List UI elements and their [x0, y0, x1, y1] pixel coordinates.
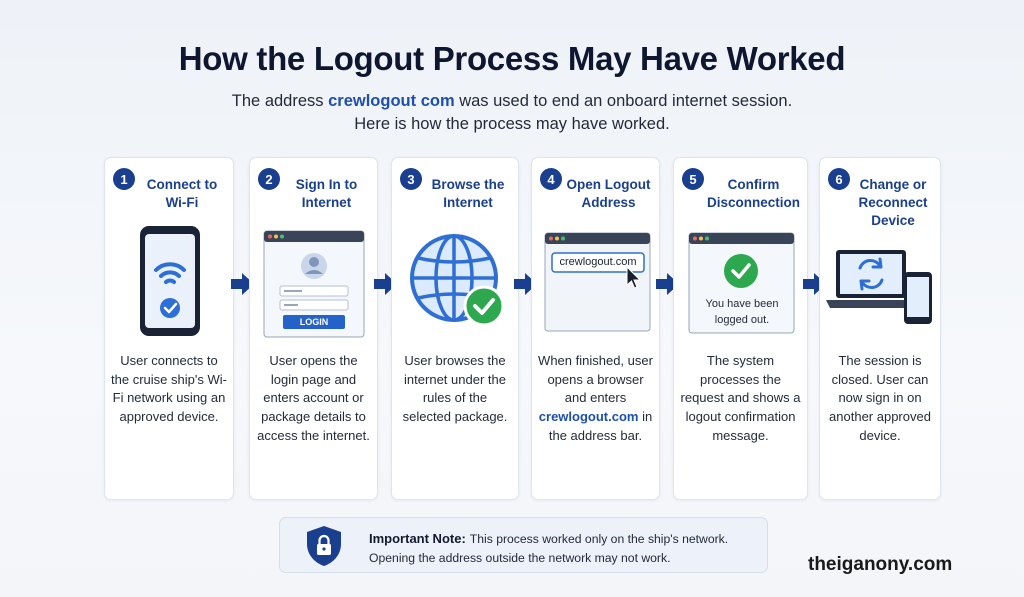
login-button: LOGIN: [299, 317, 329, 327]
step-number: 5: [682, 168, 704, 190]
url-highlight: crewlogout.com: [538, 409, 639, 425]
step-title: Browse the Internet: [431, 177, 505, 210]
step-card-6: 6 Change or Reconnect Device The session…: [819, 157, 941, 500]
step-number: 3: [400, 168, 422, 190]
page-subtitle: The address crewlogout com was used to e…: [231, 92, 793, 133]
page-title: How the Logout Process May Have Worked: [178, 40, 846, 77]
phone-wifi-icon: [105, 226, 233, 346]
step-description: The session is closed. User can now sign…: [829, 353, 931, 443]
arrow-right-icon: [231, 273, 254, 295]
arrow-right-icon: [803, 273, 826, 295]
subtitle-highlight: crewlogout com: [328, 92, 455, 110]
step-description: When finished, user opens a browser and …: [538, 353, 653, 443]
step-card-1: 1 Connect to Wi-Fi User connects to the …: [104, 157, 234, 500]
step-card-2: 2 Sign In to Internet LOGIN User opens t…: [249, 157, 378, 500]
step-title: Connect to Wi-Fi: [146, 177, 218, 210]
browser-url-icon: crewlogout.com: [544, 226, 652, 346]
step-number: 2: [258, 168, 280, 190]
url-bar-text: crewlogout.com: [559, 256, 637, 268]
note-label: Important Note:: [369, 531, 466, 546]
logout-message: You have been logged out.: [705, 298, 779, 326]
step-description: User browses the internet under the rule…: [402, 353, 508, 425]
step-number: 1: [113, 168, 135, 190]
important-note: Important Note:This process worked only …: [279, 517, 768, 573]
note-text-line1: Important Note:This process worked only …: [369, 531, 729, 546]
arrow-right-icon: [656, 273, 679, 295]
step-title: Confirm Disconnection: [706, 177, 800, 210]
arrow-right-icon: [374, 273, 397, 295]
login-window-icon: LOGIN: [263, 226, 365, 346]
arrow-right-icon: [514, 273, 537, 295]
step-number: 6: [828, 168, 850, 190]
step-description: User opens the login page and enters acc…: [257, 353, 370, 443]
step-description: User connects to the cruise ship's Wi-Fi…: [111, 353, 227, 425]
step-title: Open Logout Address: [566, 177, 651, 210]
step-card-4: 4 Open Logout Address crewlogout.com Whe…: [531, 157, 660, 500]
step-card-3: 3 Browse the Internet User browses the i…: [391, 157, 519, 500]
step-title: Change or Reconnect Device: [858, 177, 928, 228]
note-text-line2: Opening the address outside the network …: [369, 551, 671, 565]
step-title: Sign In to Internet: [295, 177, 358, 210]
step-card-5: 5 Confirm Disconnection You have been lo…: [673, 157, 808, 500]
laptop-phone-sync-icon: [820, 226, 940, 346]
shield-lock-icon: [307, 526, 341, 566]
globe-icon: [392, 226, 518, 346]
brand-watermark: theiganony.com: [808, 554, 953, 575]
logged-out-icon: You have been logged out.: [688, 226, 796, 346]
step-number: 4: [540, 168, 562, 190]
step-description: The system processes the request and sho…: [680, 353, 801, 443]
